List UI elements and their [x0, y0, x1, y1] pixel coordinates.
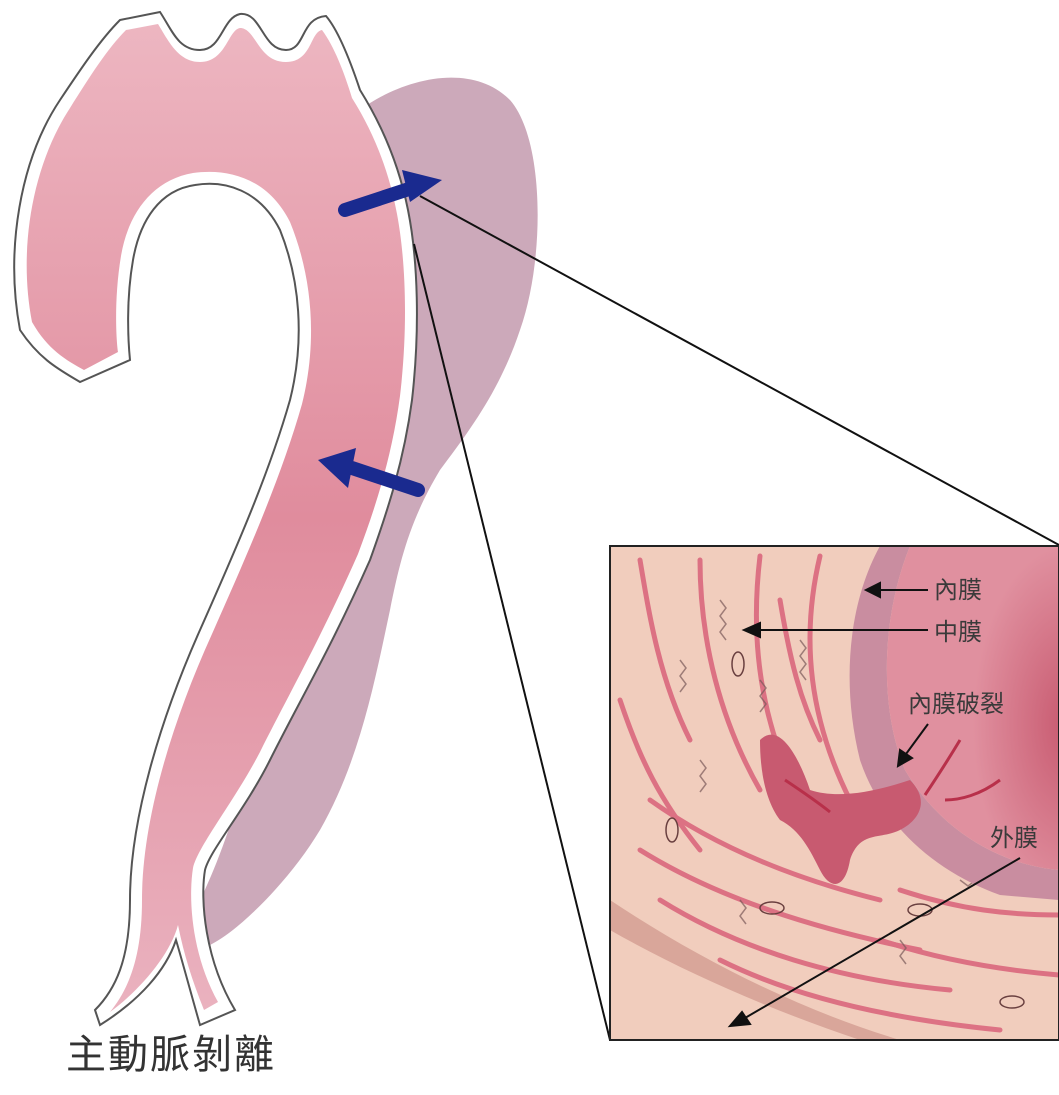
label-adventitia: 外膜 [990, 824, 1038, 852]
diagram-title: 主動脈剝離 [66, 1022, 276, 1080]
label-intimal-tear: 內膜破裂 [908, 690, 1004, 718]
zoom-line-top [420, 196, 1059, 545]
zoom-line-bottom [414, 244, 610, 1040]
label-intima: 內膜 [934, 576, 982, 604]
label-media: 中膜 [934, 618, 982, 646]
